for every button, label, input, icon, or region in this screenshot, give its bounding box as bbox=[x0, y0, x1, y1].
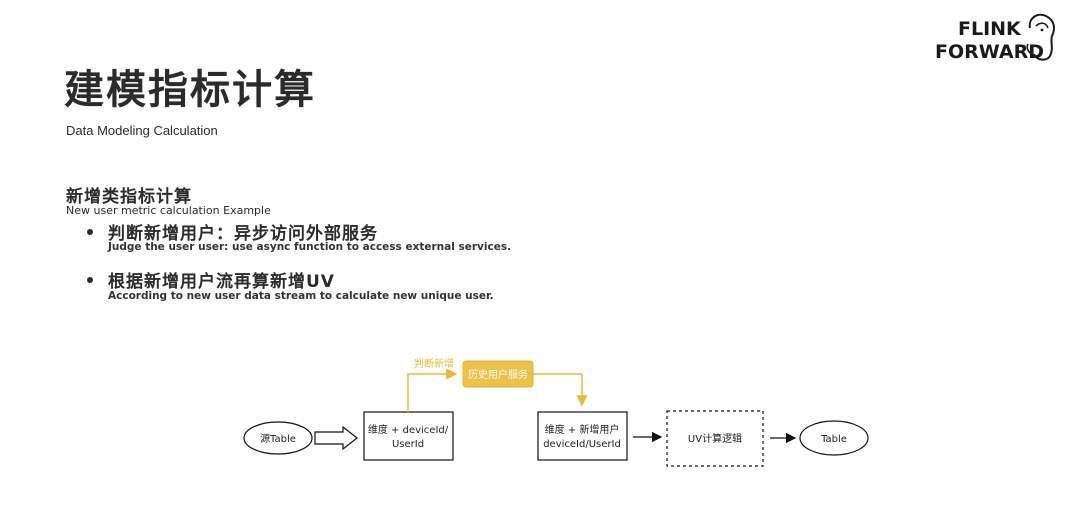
section-subtitle: New user metric calculation Example bbox=[66, 204, 271, 217]
source-to-dim-arrow bbox=[314, 425, 358, 451]
bullet-subtitle-1: Judge the user user: use async function … bbox=[108, 241, 512, 253]
history-user-service-node: 历史用户服务 bbox=[462, 360, 534, 388]
sink-table-label: Table bbox=[820, 434, 847, 445]
uv-logic-label: UV计算逻辑 bbox=[688, 432, 742, 445]
uv-logic-box: UV计算逻辑 bbox=[666, 410, 764, 467]
logo-line2: FORWARD bbox=[935, 41, 1044, 63]
dimension-box-line1: 维度 + deviceId/ bbox=[368, 423, 449, 436]
bullet-subtitle-2: According to new user data stream to cal… bbox=[108, 290, 494, 302]
new-user-box-line1: 维度 + 新增用户 bbox=[545, 423, 620, 436]
branch-to-service-line bbox=[407, 368, 458, 412]
new-user-box: 维度 + 新增用户 deviceId/UserId bbox=[537, 411, 628, 461]
source-table-node: 源Table bbox=[243, 421, 313, 455]
bullet-dot-2 bbox=[87, 277, 93, 283]
service-label: 历史用户服务 bbox=[468, 368, 528, 381]
source-table-label: 源Table bbox=[260, 432, 296, 445]
dimension-box-line2: UserId bbox=[392, 439, 424, 450]
section-title: 新增类指标计算 bbox=[66, 187, 192, 207]
sink-table-node: Table bbox=[799, 420, 869, 456]
logo-line1: FLINK bbox=[958, 18, 1021, 40]
page-title: 建模指标计算 bbox=[64, 67, 316, 113]
flink-forward-logo: FLINK FORWARD bbox=[930, 8, 1065, 68]
dimension-box: 维度 + deviceId/ UserId bbox=[363, 411, 454, 461]
bullet-dot-1 bbox=[87, 229, 93, 235]
page-subtitle: Data Modeling Calculation bbox=[66, 123, 218, 138]
squirrel-logo-icon bbox=[1026, 13, 1055, 61]
bullet-title-2: 根据新增用户流再算新增UV bbox=[108, 272, 335, 292]
branch-label: 判断新增 bbox=[414, 357, 454, 370]
new-user-box-line2: deviceId/UserId bbox=[543, 439, 621, 450]
service-to-newuser-line bbox=[533, 373, 588, 407]
bullet-title-1: 判断新增用户：异步访问外部服务 bbox=[108, 224, 378, 244]
